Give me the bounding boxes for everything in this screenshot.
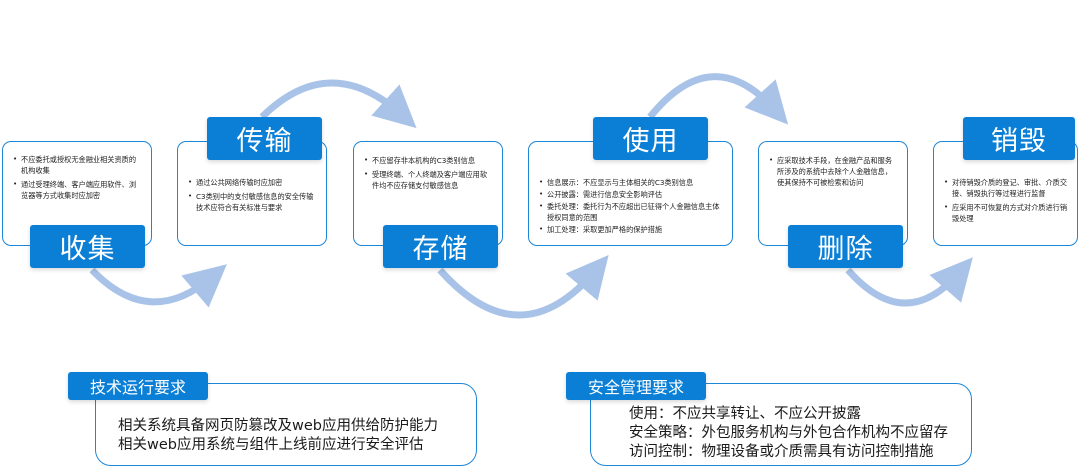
arrow-collect-to-transmit bbox=[89, 264, 227, 308]
collect-item: 不应委托或授权无金融业相关资质的机构收集 bbox=[13, 154, 143, 176]
store-item: 不应留存非本机构的C3类别信息 bbox=[364, 155, 494, 166]
security-requirement-line: 使用：不应共享转让、不应公开披露 bbox=[629, 406, 861, 422]
stage-destroy: 销毁 bbox=[963, 117, 1075, 160]
tech-requirement-line: 相关系统具备网页防篡改及web应用供给防护能力 bbox=[118, 418, 438, 434]
transmit-item: 通过公共网络传输时应加密 bbox=[188, 177, 318, 188]
use-item: 委托处理：委托行为不应超出已征得个人金融信息主体授权同意的范围 bbox=[539, 201, 724, 223]
arrow-store-to-use bbox=[437, 255, 609, 319]
use-item: 信息展示：不应显示与主体相关的C3类别信息 bbox=[539, 177, 724, 188]
arrow-transmit-to-store bbox=[259, 79, 417, 129]
security-requirements-title: 安全管理要求 bbox=[566, 372, 706, 400]
stage-store: 存储 bbox=[383, 225, 498, 268]
stage-use: 使用 bbox=[593, 117, 708, 160]
destroy-item: 对待销毁介质的登记、审批、介质交接、销毁执行等过程进行监督 bbox=[944, 177, 1071, 199]
destroy-item: 应采用不可恢复的方式对介质进行销毁处理 bbox=[944, 202, 1071, 224]
tech-requirements-title: 技术运行要求 bbox=[68, 372, 208, 400]
stage-transmit: 传输 bbox=[207, 117, 322, 160]
use-item: 公开披露：需进行信息安全影响评估 bbox=[539, 189, 724, 200]
tech-requirement-line: 相关web应用系统与组件上线前应进行安全评估 bbox=[118, 437, 424, 453]
collect-item: 通过受理终端、客户端应用软件、浏览器等方式收集时应加密 bbox=[13, 179, 143, 201]
arrow-delete-to-destroy bbox=[845, 257, 973, 307]
stage-collect: 收集 bbox=[30, 225, 145, 268]
store-item: 受理终端、个人终端及客户端应用软件均不应存储支付敏感信息 bbox=[364, 169, 494, 191]
use-item: 加工处理：采取更加严格的保护措施 bbox=[539, 224, 724, 235]
stage-delete: 删除 bbox=[788, 225, 903, 268]
transmit-item: C3类别中的支付敏感信息的安全传输技术应符合有关标准与要求 bbox=[188, 191, 318, 213]
delete-item: 应采取技术手段，在金融产品和服务所涉及的系统中去除个人金融信息，使其保持不可被检… bbox=[769, 155, 899, 188]
security-requirement-line: 访问控制：物理设备或介质需具有访问控制措施 bbox=[629, 444, 934, 460]
security-requirement-line: 安全策略：外包服务机构与外包合作机构不应留存 bbox=[629, 425, 948, 441]
arrow-use-to-delete bbox=[647, 73, 789, 125]
